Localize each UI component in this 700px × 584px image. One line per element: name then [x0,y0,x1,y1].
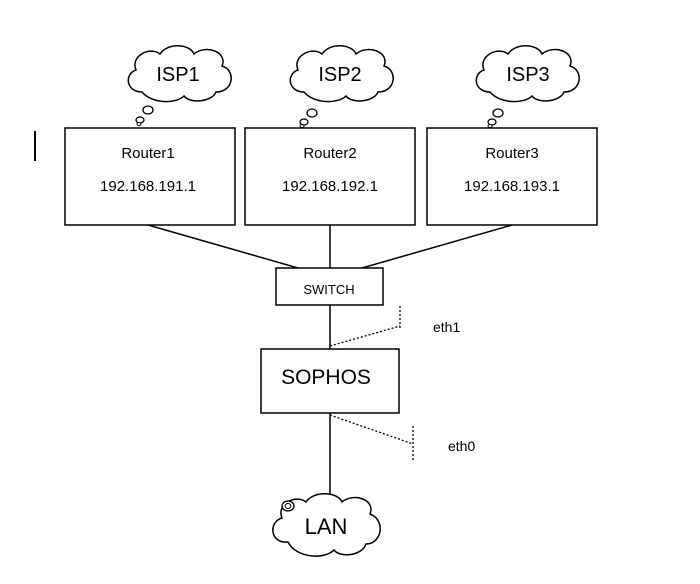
link-router3-switch [361,224,513,269]
switch-box: SWITCH [275,267,384,306]
router1-box: Router1 192.168.191.1 [64,127,236,226]
lan-label: LAN [305,514,348,539]
switch-label: SWITCH [303,282,354,297]
router3-name: Router3 [485,145,538,162]
isp3-cloud: ISP3 [475,45,580,128]
isp1-cloud: ISP1 [127,45,232,126]
eth0-marker: eth0 [329,414,475,461]
text-cursor [34,131,36,161]
isp2-label: ISP2 [318,64,361,86]
router3-box: Router3 192.168.193.1 [426,127,598,226]
router1-ip: 192.168.191.1 [100,178,196,195]
sophos-label: SOPHOS [281,366,371,389]
router2-ip: 192.168.192.1 [282,178,378,195]
router2-box: Router2 192.168.192.1 [244,127,416,226]
isp1-label: ISP1 [156,64,199,86]
router3-ip: 192.168.193.1 [464,178,560,195]
router2-name: Router2 [303,145,356,162]
eth0-label: eth0 [448,438,475,454]
link-router1-switch [147,224,299,269]
eth1-label: eth1 [433,319,460,335]
lan-cloud: LAN [272,493,381,557]
isp3-label: ISP3 [506,64,549,86]
sophos-box: SOPHOS [260,348,400,414]
isp2-cloud: ISP2 [289,45,394,128]
eth1-marker: eth1 [329,306,460,347]
router1-name: Router1 [121,145,174,162]
